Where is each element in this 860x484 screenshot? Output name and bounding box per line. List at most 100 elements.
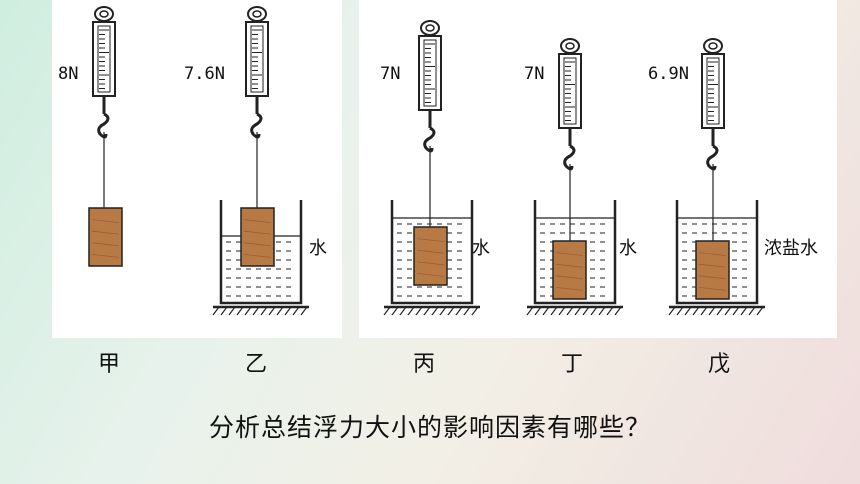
spring-scale-window-wu xyxy=(706,57,720,125)
spring-scale-ring-inner-jia xyxy=(99,10,109,18)
ground-hatch-ding xyxy=(598,306,606,316)
ground-hatch-ding xyxy=(534,306,542,316)
figure-yi-drawing xyxy=(212,6,309,316)
ground-hatch-bing xyxy=(391,306,399,316)
figure-wu: 6.9N 浓盐水 xyxy=(648,38,818,316)
caption-bing: 丙 xyxy=(412,352,435,377)
ground-hatch-yi xyxy=(252,306,260,316)
beaker-yi xyxy=(219,200,303,305)
ground-hatch-ding xyxy=(590,306,598,316)
ground-hatch-bing xyxy=(423,306,431,316)
ground-hatch-bing xyxy=(399,306,407,316)
ground-hatch-wu xyxy=(724,306,732,316)
ground-hatch-ding xyxy=(550,306,558,316)
wood-grain-ding xyxy=(555,252,584,256)
wood-grain-ding xyxy=(555,275,584,280)
ground-hatch-yi xyxy=(220,306,228,316)
question-text: 分析总结浮力大小的影响因素有哪些？ xyxy=(208,413,651,442)
wooden-block-jia xyxy=(88,207,123,267)
ground-hatch-ding xyxy=(542,306,550,316)
spring-scale-ring-inner-ding xyxy=(565,42,575,50)
liquid-label-yi: 水 xyxy=(309,238,327,259)
ground-hatch-wu xyxy=(756,306,764,316)
wood-grain-bing xyxy=(416,238,445,242)
wood-grain-wu xyxy=(698,252,727,256)
ground-hatch-wu xyxy=(748,306,756,316)
ground-hatch-wu xyxy=(708,306,716,316)
ground-hatch-yi xyxy=(228,306,236,316)
liquid-label-ding: 水 xyxy=(619,238,637,259)
spring-scale-ring-inner-bing xyxy=(425,24,435,32)
ground-hatch-wu xyxy=(700,306,708,316)
hook-icon xyxy=(706,144,719,171)
ground-hatch-ding xyxy=(558,306,566,316)
wooden-block-yi xyxy=(240,207,275,267)
ground-hatch-wu xyxy=(692,306,700,316)
ground-hatch-bing xyxy=(439,306,447,316)
spring-scale-reading-ding: 7N xyxy=(524,64,545,84)
ground-hatch-yi xyxy=(236,306,244,316)
ground-hatch-wu xyxy=(684,306,692,316)
wood-grain-jia xyxy=(91,242,120,247)
liquid-label-wu: 浓盐水 xyxy=(764,238,818,259)
wood-grain-yi xyxy=(243,219,272,223)
wood-grain-bing xyxy=(416,273,445,277)
ground-hatch-bing xyxy=(447,306,455,316)
liquid-label-bing: 水 xyxy=(472,238,490,259)
wooden-block-wu xyxy=(695,240,730,300)
ground-hatch-ding xyxy=(574,306,582,316)
wood-grain-wu xyxy=(698,263,727,268)
beaker-ding xyxy=(533,200,617,305)
wooden-block-ding xyxy=(552,240,587,300)
ground-hatch-bing xyxy=(407,306,415,316)
spring-scale-reading-wu: 6.9N xyxy=(648,64,689,84)
caption-jia: 甲 xyxy=(97,352,120,377)
ground-hatch-bing xyxy=(415,306,423,316)
wood-grain-jia xyxy=(91,219,120,223)
spring-scale-reading-jia: 8N xyxy=(58,64,79,84)
ground-hatch-wu xyxy=(668,306,676,316)
ground-hatch-bing xyxy=(463,306,471,316)
wood-grain-wu xyxy=(698,287,727,291)
figure-yi: 7.6N 水 xyxy=(184,6,327,316)
figure-ding-drawing xyxy=(526,38,623,316)
ground-hatch-wu xyxy=(740,306,748,316)
ground-hatch-yi xyxy=(276,306,284,316)
ground-hatch-yi xyxy=(244,306,252,316)
wood-grain-yi xyxy=(243,254,272,258)
ground-hatch-yi xyxy=(212,306,220,316)
spring-scale-ring-wu xyxy=(703,38,723,54)
wood-grain-wu xyxy=(698,275,727,280)
figure-bing: 7N 水 xyxy=(380,20,490,316)
spring-scale-ring-inner-wu xyxy=(708,42,718,50)
ground-hatch-ding xyxy=(526,306,534,316)
beaker-bing xyxy=(390,200,474,305)
figure-bing-drawing xyxy=(383,20,480,316)
ground-hatch-bing xyxy=(383,306,391,316)
wood-grain-ding xyxy=(555,287,584,291)
ground-hatch-wu xyxy=(732,306,740,316)
wood-grain-jia xyxy=(91,254,120,258)
caption-yi: 乙 xyxy=(244,352,267,377)
caption-wu: 戊 xyxy=(707,352,730,377)
figure-ding: 7N 水 xyxy=(524,38,637,316)
ground-hatch-yi xyxy=(292,306,300,316)
ground-hatch-bing xyxy=(471,306,479,316)
spring-scale-reading-yi: 7.6N xyxy=(184,64,225,84)
ground-hatch-ding xyxy=(566,306,574,316)
ground-hatch-bing xyxy=(431,306,439,316)
ground-hatch-yi xyxy=(300,306,308,316)
spring-scale-reading-bing: 7N xyxy=(380,64,401,84)
figure-wu-drawing xyxy=(668,38,765,316)
ground-hatch-ding xyxy=(606,306,614,316)
ground-hatch-yi xyxy=(284,306,292,316)
wood-grain-ding xyxy=(555,263,584,268)
ground-hatch-ding xyxy=(582,306,590,316)
caption-ding: 丁 xyxy=(560,352,583,377)
wood-grain-bing xyxy=(416,261,445,266)
figure-jia-drawing xyxy=(88,6,123,267)
figure-jia: 8N xyxy=(58,6,123,267)
wood-grain-jia xyxy=(91,230,120,235)
ground-hatch-ding xyxy=(614,306,622,316)
ground-hatch-yi xyxy=(268,306,276,316)
